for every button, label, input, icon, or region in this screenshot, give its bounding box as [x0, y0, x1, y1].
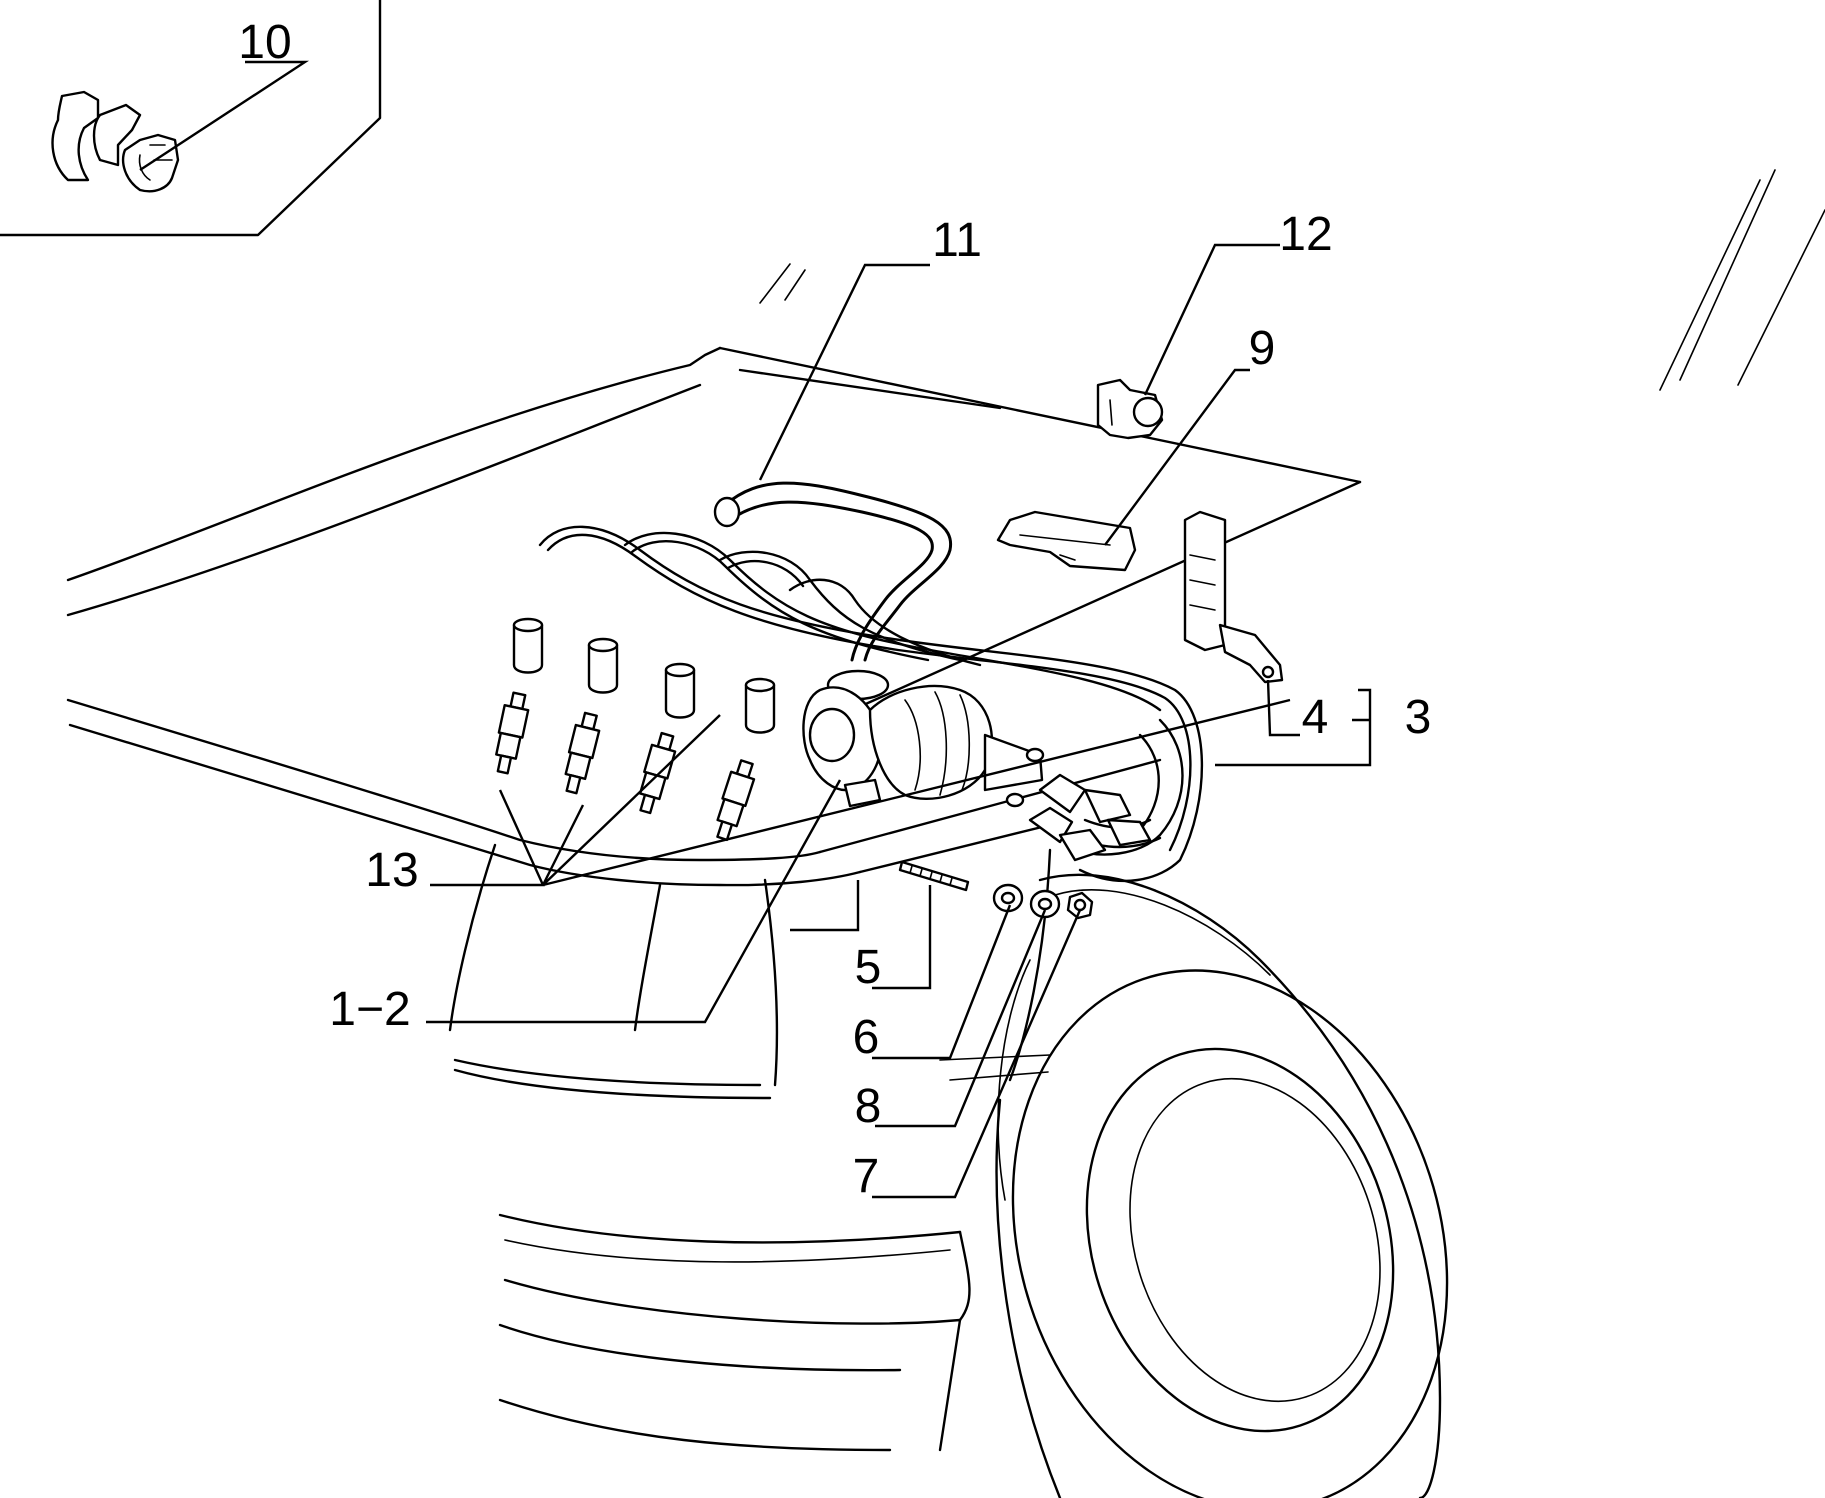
- callout-6: 6: [853, 1011, 880, 1064]
- hose-clip-part: [51, 90, 180, 193]
- distributor: [802, 669, 1045, 808]
- callout-11: 11: [932, 214, 982, 267]
- wheel: [995, 873, 1449, 1498]
- spark-plugs: [495, 691, 756, 842]
- vacuum-hose: [713, 481, 953, 662]
- spark-plug-caps: [512, 617, 776, 734]
- inset-frame: [0, 0, 382, 237]
- coil-lead-connectors: [1028, 773, 1152, 862]
- bracket-9: [996, 510, 1137, 572]
- leader-lines: [139, 60, 1372, 1199]
- callout-5: 5: [855, 941, 882, 994]
- lead-holder-4: [1183, 510, 1284, 684]
- callout-13: 13: [365, 844, 418, 897]
- callout-9: 9: [1249, 322, 1276, 375]
- clip-12: [1096, 378, 1164, 440]
- washer-8: [1029, 889, 1061, 919]
- callout-8: 8: [855, 1080, 882, 1133]
- nut-7: [1066, 891, 1094, 920]
- callout-7: 7: [853, 1150, 880, 1203]
- stud-5: [898, 860, 970, 892]
- callout-4: 4: [1302, 691, 1329, 744]
- callout-1-2: 1−2: [329, 983, 410, 1036]
- car-body-outline: [66, 169, 1825, 1452]
- callout-12: 12: [1279, 208, 1332, 261]
- ignition-leads-bundle: [538, 525, 1204, 883]
- callout-3: 3: [1405, 691, 1432, 744]
- callout-10: 10: [238, 16, 291, 69]
